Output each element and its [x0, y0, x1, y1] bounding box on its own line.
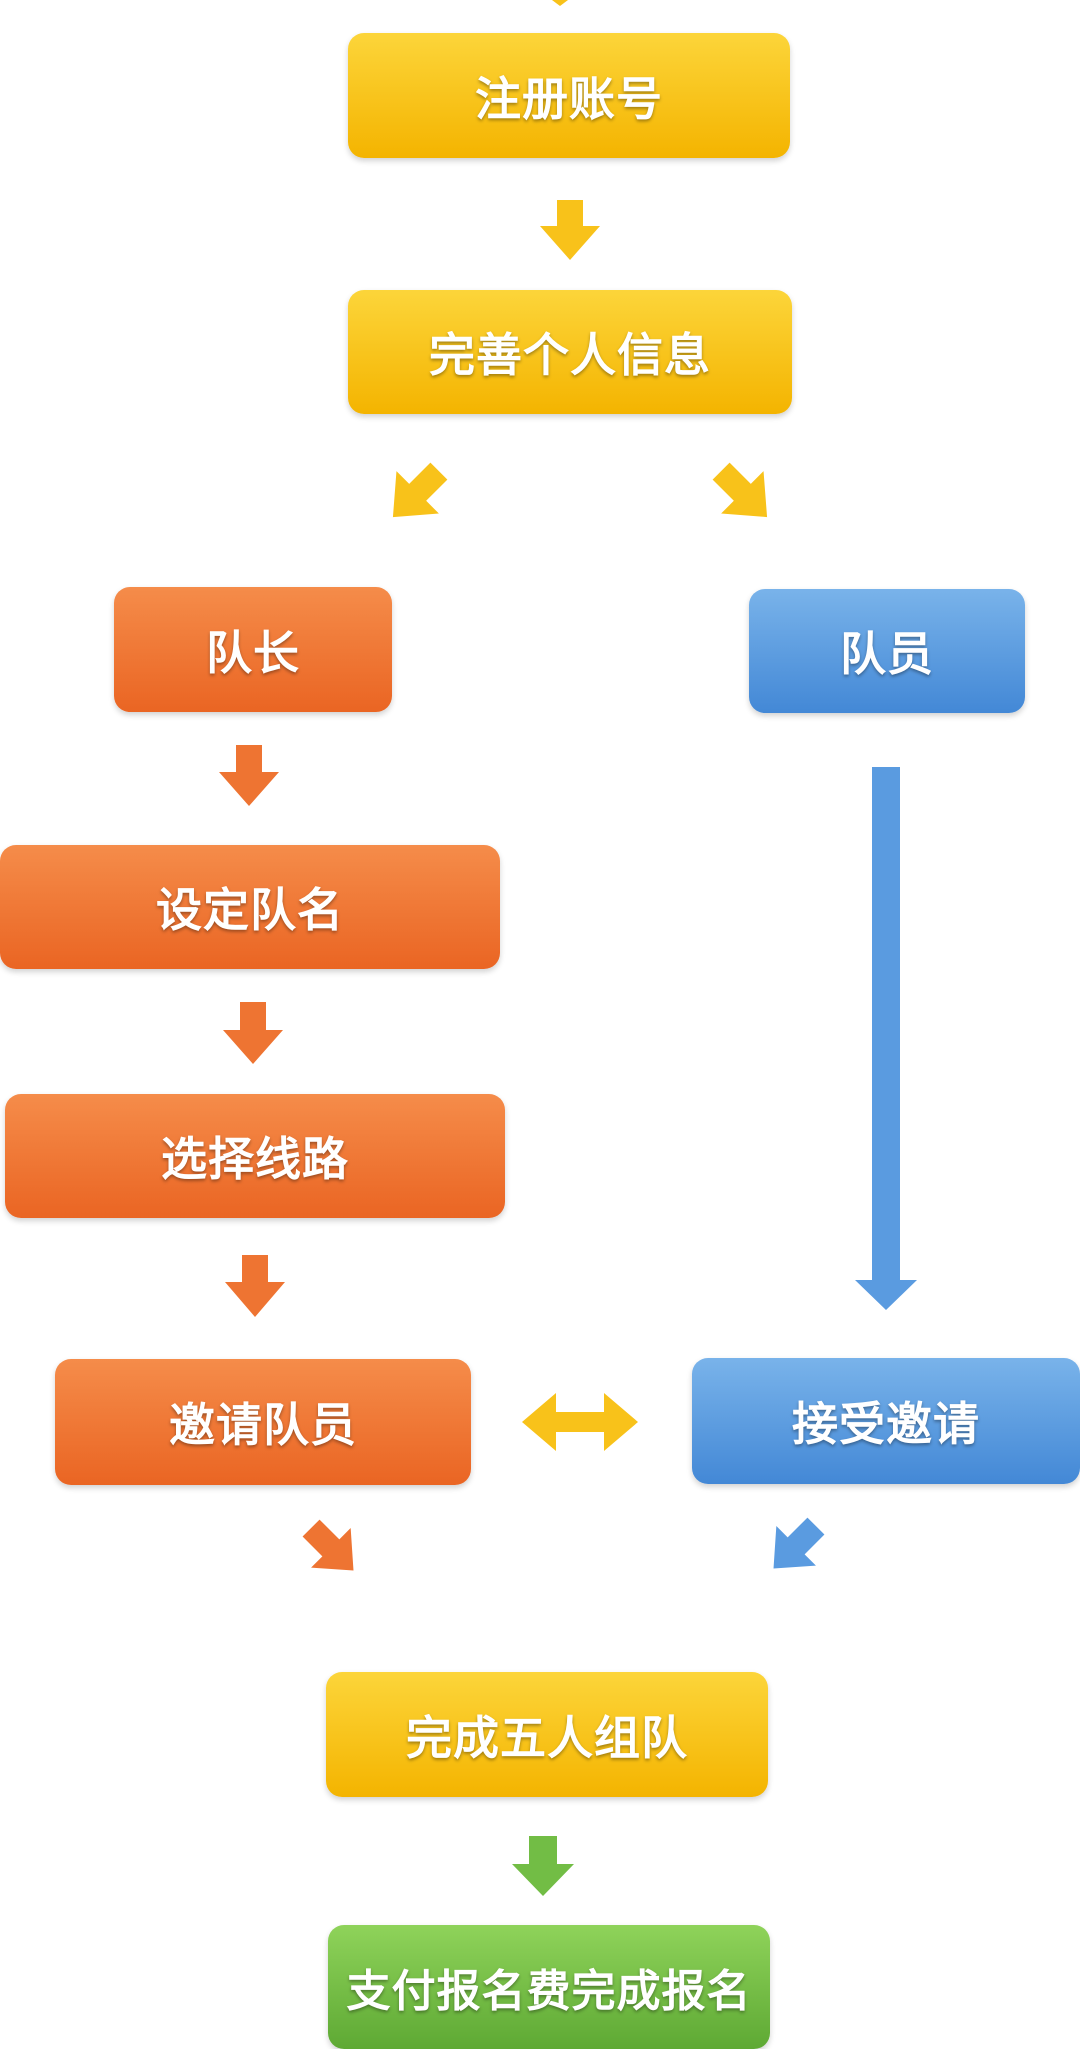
step-set-team-name: 设定队名 [0, 845, 500, 969]
step-choose-route: 选择线路 [5, 1094, 505, 1218]
arrow-down-icon [512, 1836, 574, 1896]
arrow-down-icon [540, 200, 600, 260]
step-pay-fee-label: 支付报名费完成报名 [346, 1966, 752, 2017]
arrow-down-left-icon [773, 1517, 825, 1569]
step-choose-route-label: 选择线路 [161, 1132, 349, 1186]
arrow-down-icon [223, 1002, 283, 1064]
arrow-down-icon [219, 745, 279, 806]
arrow-down-icon [225, 1255, 285, 1317]
step-form-team-label: 完成五人组队 [406, 1710, 688, 1765]
double-arrow-icon [522, 1393, 638, 1451]
step-set-team-name-label: 设定队名 [156, 883, 344, 937]
step-profile-label: 完善个人信息 [429, 328, 711, 382]
step-pay-fee: 支付报名费完成报名 [328, 1925, 770, 2049]
arrow-down-left-icon [392, 462, 448, 518]
step-accept-invite-label: 接受邀请 [792, 1397, 980, 1451]
step-invite-members-label: 邀请队员 [169, 1398, 357, 1452]
arrow-down-right-icon [712, 462, 768, 518]
step-profile: 完善个人信息 [348, 290, 792, 414]
step-register: 注册账号 [348, 33, 790, 158]
step-invite-members: 邀请队员 [55, 1359, 471, 1485]
long-arrow-down-icon [855, 767, 917, 1310]
role-member: 队员 [749, 589, 1025, 713]
step-register-label: 注册账号 [475, 71, 663, 126]
arrow-down-right-icon [302, 1519, 354, 1571]
step-accept-invite: 接受邀请 [692, 1358, 1080, 1484]
role-captain-label: 队长 [206, 625, 300, 680]
role-captain: 队长 [114, 587, 392, 712]
step-form-team: 完成五人组队 [326, 1672, 768, 1797]
top-arrow-stub [552, 0, 568, 6]
role-member-label: 队员 [840, 627, 934, 681]
